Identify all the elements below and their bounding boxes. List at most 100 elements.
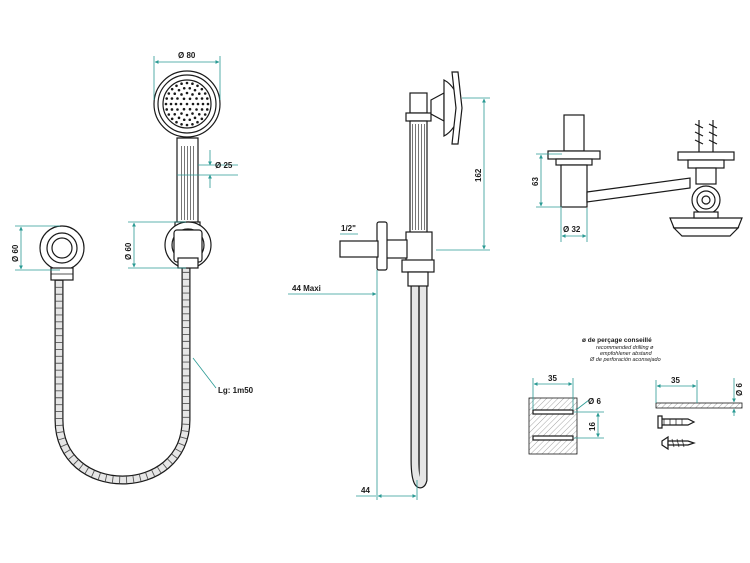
wall-flange: [547, 114, 601, 208]
dim-head-diameter: Ø 80: [153, 51, 221, 100]
dim-max-projection-label: 44 Maxi: [292, 284, 321, 293]
nozzle-dot: [173, 112, 177, 116]
nozzle-dot: [188, 97, 192, 101]
hose-length-label: Lg: 1m50: [218, 386, 254, 395]
nozzle-dot: [177, 116, 181, 120]
nozzle-dot: [200, 117, 204, 121]
wall-screw: [661, 435, 696, 451]
nozzle-dot: [191, 112, 194, 115]
nozzle-dot: [180, 122, 183, 126]
dim-anchor-depth-b-label: 35: [671, 376, 680, 385]
nozzle-dot: [164, 102, 168, 106]
dim-wall-outlet-label: Ø 60: [11, 244, 20, 262]
nozzle-dot: [203, 92, 207, 95]
nozzle-dot: [175, 120, 178, 124]
nozzle-dot: [193, 116, 197, 120]
nozzle-dot: [176, 97, 179, 100]
dim-anchor-diameter-b: Ø 6: [732, 378, 744, 416]
nozzle-dot: [165, 97, 169, 100]
dim-anchor-spacing-label: 16: [588, 422, 597, 431]
nozzle-dot: [174, 102, 178, 106]
nozzle-dot: [185, 81, 189, 85]
nozzle-dot: [176, 108, 179, 111]
dim-bottom-offset-label: 44: [361, 486, 370, 495]
dim-anchor-depth-a: 35: [532, 374, 574, 410]
nozzle-dot: [196, 120, 199, 124]
dim-thread-label: 1/2": [341, 224, 356, 233]
nozzle-dot: [165, 108, 169, 111]
inlet-elbow: [339, 221, 408, 271]
dim-handle-diameter: Ø 25: [177, 150, 238, 188]
dim-anchor-diameter-a-label: Ø 6: [588, 397, 601, 406]
wall-plug: [655, 402, 743, 429]
dim-handle-diameter-label: Ø 25: [215, 161, 233, 170]
nozzle-dot: [175, 84, 178, 88]
nozzle-dot: [200, 87, 204, 91]
nozzle-dot: [170, 87, 174, 91]
dim-riser-height-label: 162: [474, 168, 483, 182]
dim-holder-diameter: Ø 60: [124, 221, 186, 269]
drilling-note-line-3: Ø de perforación aconsejado: [589, 357, 661, 363]
dim-thread: 1/2": [340, 224, 358, 235]
drilling-note-title: ø de perçage conseillé: [582, 337, 652, 344]
nozzle-dot: [205, 97, 209, 100]
dim-bracket-height-label: 63: [531, 177, 540, 186]
dim-max-projection: 44 Maxi: [288, 270, 378, 500]
nozzle-dot: [195, 108, 198, 111]
drilling-note-line-2: empfohlener abstand: [600, 351, 653, 357]
nozzle-dot: [196, 102, 200, 106]
wall-section: [528, 397, 578, 455]
dim-bracket-diameter-label: Ø 32: [563, 225, 581, 234]
shower-hose: [54, 268, 191, 485]
side-hose: [410, 285, 428, 489]
nozzle-dot: [197, 112, 201, 116]
dim-bracket-height: 63: [531, 153, 562, 208]
drilling-recommendation: ø de perçage conseillé recommended drill…: [528, 337, 744, 455]
nozzle-dot: [196, 84, 199, 88]
nozzle-dot: [191, 93, 194, 96]
nozzle-dot: [191, 82, 194, 86]
nozzle-dot: [200, 108, 204, 111]
dim-anchor-depth-b: 35: [655, 376, 698, 403]
nozzle-dot: [205, 108, 209, 111]
bracket-arm: [586, 177, 691, 203]
nozzle-dot: [173, 92, 177, 96]
side-view: 1/2" 162 44 Maxi 44: [288, 71, 490, 500]
nozzle-dot: [167, 92, 171, 95]
nozzle-dot: [170, 108, 174, 111]
dim-anchor-spacing: 16: [574, 411, 604, 439]
nozzle-dot: [197, 92, 201, 96]
nozzle-dot: [206, 102, 210, 106]
bracket-detail-view: 63 Ø 32: [531, 114, 743, 242]
holder-assembly: [669, 120, 743, 237]
shower-nozzles: [164, 81, 210, 127]
dim-bracket-diameter: Ø 32: [560, 208, 588, 242]
nozzle-dot: [185, 91, 189, 95]
hose-length-callout: Lg: 1m50: [192, 357, 254, 395]
hand-shower-handle: [174, 137, 201, 231]
nozzle-dot: [170, 97, 174, 100]
riser-column: [401, 92, 435, 287]
nozzle-dot: [188, 86, 192, 90]
nozzle-dot: [180, 93, 183, 96]
nozzle-dot: [191, 122, 194, 126]
drilling-note-line-1: recommended drilling ø: [596, 345, 654, 351]
dim-anchor-diameter-a: Ø 6: [575, 397, 601, 411]
hand-shower-head: [153, 70, 221, 138]
nozzle-dot: [170, 117, 174, 121]
dim-head-diameter-label: Ø 80: [178, 51, 196, 60]
nozzle-dot: [185, 123, 189, 127]
nozzle-dot: [180, 82, 183, 86]
dim-anchor-diameter-b-label: Ø 6: [735, 383, 744, 396]
nozzle-dot: [179, 102, 183, 106]
nozzle-dot: [169, 102, 173, 106]
nozzle-dot: [188, 107, 192, 111]
nozzle-dot: [200, 97, 204, 100]
dim-wall-outlet-diameter: Ø 60: [11, 225, 60, 271]
nozzle-dot: [167, 113, 171, 116]
dim-riser-height: 162: [436, 97, 490, 251]
nozzle-dot: [180, 112, 183, 115]
nozzle-dot: [177, 88, 181, 92]
front-view: Ø 80 Ø 25 Ø 60 Ø 60 Lg: 1m50: [11, 51, 254, 485]
